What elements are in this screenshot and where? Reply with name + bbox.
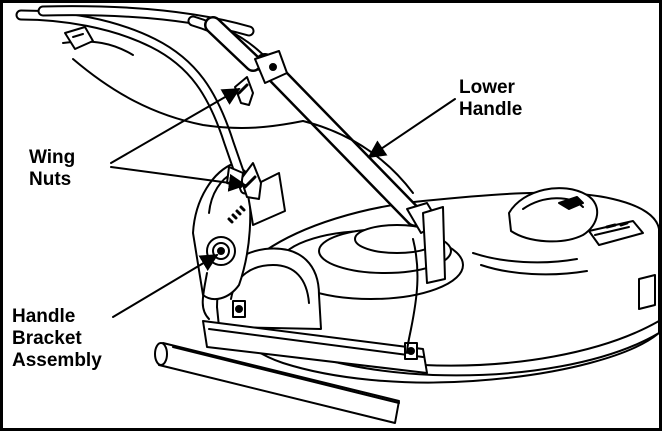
- label-handle-bracket-line3: Assembly: [12, 350, 102, 371]
- label-wing-nuts-line1: Wing: [29, 147, 76, 168]
- leader-handle-bracket: [112, 254, 219, 318]
- label-lower-handle-line2: Handle: [459, 99, 523, 120]
- label-lower-handle: Lower Handle: [459, 77, 522, 121]
- lower-handle: [204, 16, 446, 354]
- label-wing-nuts-line2: Nuts: [29, 169, 72, 190]
- wing-nut-upper: [234, 76, 254, 106]
- label-handle-bracket-line2: Bracket: [12, 328, 82, 349]
- leader-lower-handle: [367, 98, 456, 159]
- leader-wing-nut-lower: [110, 166, 247, 192]
- label-wing-nuts: Wing Nuts: [29, 147, 75, 191]
- mower-illustration: [15, 5, 659, 424]
- leader-lines: [110, 88, 456, 318]
- leader-wing-nut-upper: [110, 88, 241, 164]
- label-lower-handle-line1: Lower: [459, 77, 515, 98]
- mower-deck: [216, 187, 659, 384]
- label-handle-bracket-line1: Handle: [12, 306, 76, 327]
- label-handle-bracket-assembly: Handle Bracket Assembly: [12, 306, 102, 372]
